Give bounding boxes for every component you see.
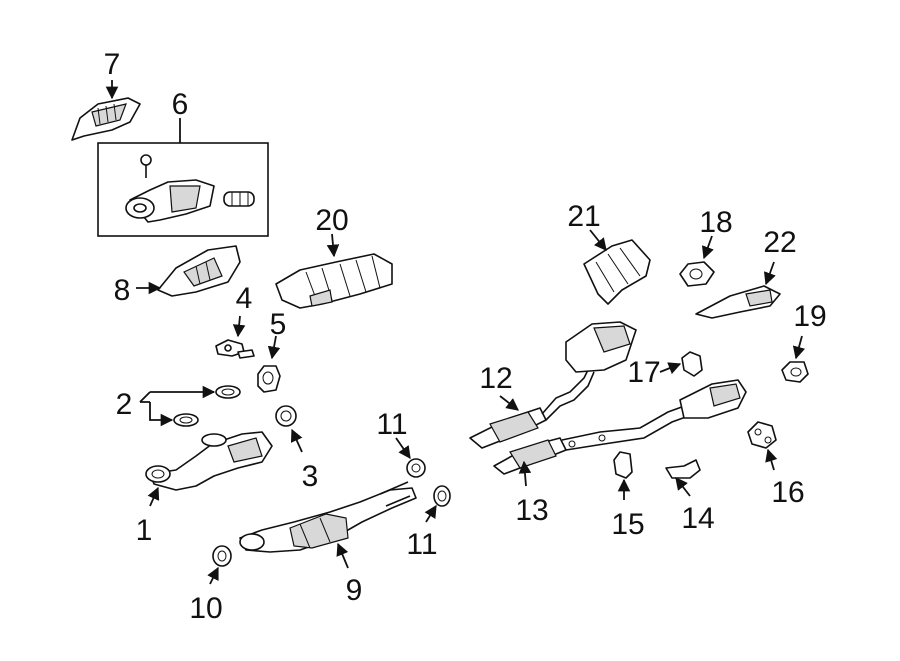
callout-19: 19	[793, 300, 826, 333]
callout-10: 10	[189, 592, 222, 625]
part-9-y-pipe[interactable]	[239, 481, 417, 553]
leader-lines	[105, 80, 806, 585]
callout-5: 5	[270, 308, 287, 341]
part-8-heat-shield[interactable]	[157, 245, 241, 297]
callout-22: 22	[763, 226, 796, 259]
part-22-heat-shield[interactable]	[695, 285, 781, 319]
part-3-gasket[interactable]	[275, 405, 297, 427]
part-21-heat-shield[interactable]	[583, 239, 651, 305]
callout-4: 4	[236, 282, 253, 315]
callout-8: 8	[114, 274, 131, 307]
part-10-gasket[interactable]	[212, 545, 232, 567]
callout-7: 7	[104, 48, 121, 81]
callout-16: 16	[771, 476, 804, 509]
part-16-bracket[interactable]	[747, 421, 777, 449]
converter	[125, 179, 215, 223]
part-1-front-pipe[interactable]	[145, 431, 273, 491]
part-7-heat-shield[interactable]	[71, 97, 141, 141]
part-4-bracket[interactable]	[215, 339, 255, 359]
callout-18: 18	[699, 206, 732, 239]
callout-1: 1	[136, 514, 153, 547]
pipe-sleeve	[223, 191, 255, 207]
part-17-hanger[interactable]	[681, 351, 703, 377]
callout-20: 20	[315, 204, 348, 237]
callout-15: 15	[611, 508, 644, 541]
kit-box	[97, 142, 269, 237]
part-6-converter-kit[interactable]	[97, 142, 269, 237]
callout-6: 6	[172, 88, 189, 121]
part-18-hanger[interactable]	[679, 261, 715, 287]
callout-11-lower: 11	[406, 528, 437, 561]
part-20-heat-shield[interactable]	[275, 253, 393, 309]
callout-11-upper: 11	[376, 408, 407, 441]
part-11-gasket-lower[interactable]	[433, 485, 451, 507]
bolt	[140, 154, 152, 178]
part-15-hanger-rubber[interactable]	[613, 451, 633, 479]
part-19-rubber-hanger[interactable]	[781, 361, 809, 383]
callout-21: 21	[567, 200, 600, 233]
callout-3: 3	[302, 460, 319, 493]
callout-9: 9	[346, 574, 363, 607]
part-2-gaskets[interactable]	[173, 385, 241, 427]
callout-2: 2	[116, 388, 133, 421]
callout-17: 17	[627, 356, 660, 389]
callout-12: 12	[479, 362, 512, 395]
callout-13: 13	[515, 494, 548, 527]
callout-14: 14	[681, 502, 714, 535]
callout-labels: 7 6 20 21 18 22 8 4 5 2 3 11 11 1 9 10 1…	[104, 48, 827, 625]
part-14-bracket[interactable]	[665, 459, 701, 479]
part-11-gasket-upper[interactable]	[406, 458, 426, 478]
part-5-rubber-mount[interactable]	[257, 365, 281, 393]
part-12-muffler-upper[interactable]	[469, 321, 637, 449]
